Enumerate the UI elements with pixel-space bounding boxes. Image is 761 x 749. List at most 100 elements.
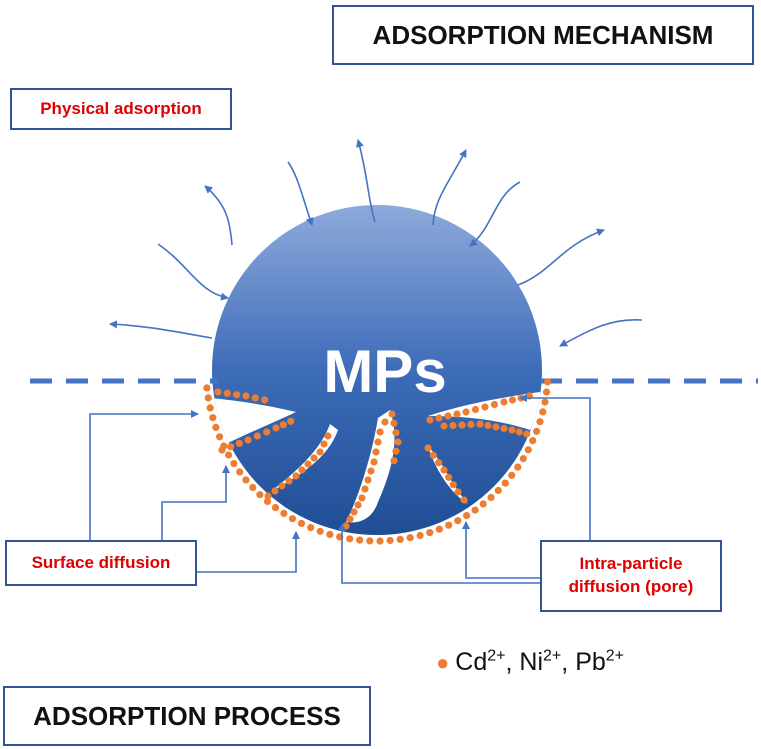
leader-intra-2: [462, 521, 540, 579]
ion-dot: [392, 429, 400, 437]
ion-dot: [481, 403, 489, 411]
ion-dot: [316, 448, 324, 456]
ion-pb: Pb2+: [575, 648, 625, 677]
surface-diffusion-label: Surface diffusion: [5, 540, 197, 586]
ion-dot: [435, 525, 443, 533]
ion-dot: [216, 433, 224, 441]
ion-dot: [249, 483, 257, 492]
ion-ni: Ni2+: [519, 648, 562, 677]
ion-dot: [372, 448, 380, 456]
leader-intra-1: [519, 394, 591, 540]
wavy-arrow: [109, 320, 213, 339]
ion-dot: [297, 519, 306, 528]
ion-dot: [390, 419, 398, 427]
ion-dot: [500, 398, 508, 406]
ion-dot: [471, 405, 480, 414]
ion-dot: [533, 427, 541, 435]
ion-dot: [487, 493, 495, 502]
ion-dot: [354, 501, 362, 509]
ion-dot: [519, 455, 527, 463]
ion-dot: [460, 496, 468, 504]
ion-dot: [388, 410, 396, 418]
ion-dot: [285, 477, 293, 485]
ion-dot: [271, 504, 280, 512]
ion-dot: [376, 537, 384, 545]
ion-dot: [462, 408, 470, 416]
ion-dot: [514, 463, 522, 471]
ion-dot: [320, 440, 328, 448]
ion-dot: [508, 471, 516, 479]
ion-dot: [453, 410, 461, 418]
pore-middle: [346, 410, 395, 523]
ion-dot: [390, 457, 398, 465]
ion-dot: [435, 414, 443, 422]
ion-dot: [298, 466, 306, 474]
ion-dot: [471, 506, 479, 514]
ion-charge: 2+: [605, 648, 625, 665]
ion-dot: [454, 517, 462, 525]
ion-dot: [376, 428, 384, 436]
intra-particle-diffusion-label: Intra-particle diffusion (pore): [540, 540, 722, 612]
ion-dot: [218, 446, 226, 454]
ion-dot: [263, 428, 271, 436]
ion-dot: [292, 472, 300, 480]
ion-dot: [342, 522, 350, 530]
ion-dot: [508, 396, 517, 404]
ion-dot: [278, 482, 286, 490]
ion-dot: [479, 500, 487, 508]
ion-dot: [367, 467, 375, 475]
ion-dot: [227, 443, 235, 451]
ion-dot: [449, 481, 457, 489]
ion-dot: [272, 424, 280, 432]
wavy-arrow: [517, 228, 605, 286]
ion-dot: [544, 378, 552, 386]
ion-dot: [253, 432, 261, 440]
ion-dot: [440, 422, 448, 430]
ion-charge: 2+: [543, 648, 562, 665]
ion-dot: [203, 384, 211, 392]
ion-dot: [501, 479, 509, 487]
ion-dot: [209, 414, 217, 422]
ion-dot: [396, 535, 404, 544]
ion-dot: [374, 438, 382, 446]
ion-dot: [350, 508, 358, 516]
ion-dot: [394, 438, 402, 446]
ion-dot: [212, 423, 220, 431]
ion-dot: [492, 423, 500, 431]
ion-dot: [463, 511, 471, 520]
ion-dot: [444, 412, 452, 420]
ion-dot: [204, 394, 212, 402]
ion-dot: [515, 428, 523, 436]
leader-surface-1: [89, 410, 199, 540]
ion-dot: [242, 392, 250, 400]
pore-right: [426, 444, 468, 504]
ion-dot: [288, 515, 297, 523]
ion-dot: [264, 492, 272, 500]
ion-dot: [445, 473, 453, 481]
ion-dot: [426, 416, 434, 424]
ion-dot: [304, 460, 312, 468]
ion-dot: [263, 497, 272, 505]
ion-dot: [524, 446, 532, 454]
ion-dot: [523, 430, 531, 438]
ion-dot: [346, 515, 354, 523]
ion-dot: [356, 536, 364, 544]
wavy-arrow: [432, 149, 467, 226]
ion-dot: [536, 418, 544, 426]
ion-legend: ●Cd2+, Ni2+, Pb2+: [436, 648, 624, 677]
wavy-arrow: [356, 139, 376, 223]
ion-dot: [244, 436, 252, 444]
mps-sphere: [212, 205, 542, 535]
ion-dot: [346, 535, 354, 543]
ion-dot: [256, 491, 264, 499]
ion-dot: [435, 459, 443, 467]
leader-intra-3: [338, 523, 540, 584]
ion-dot: [449, 421, 457, 430]
leader-surface-3: [197, 531, 300, 573]
ion-dot: [358, 494, 366, 502]
ion-dot: [494, 486, 502, 495]
ion-cd: Cd2+: [455, 648, 506, 677]
physical-adsorption-arrows: [109, 139, 643, 347]
ion-dot: [361, 485, 369, 493]
